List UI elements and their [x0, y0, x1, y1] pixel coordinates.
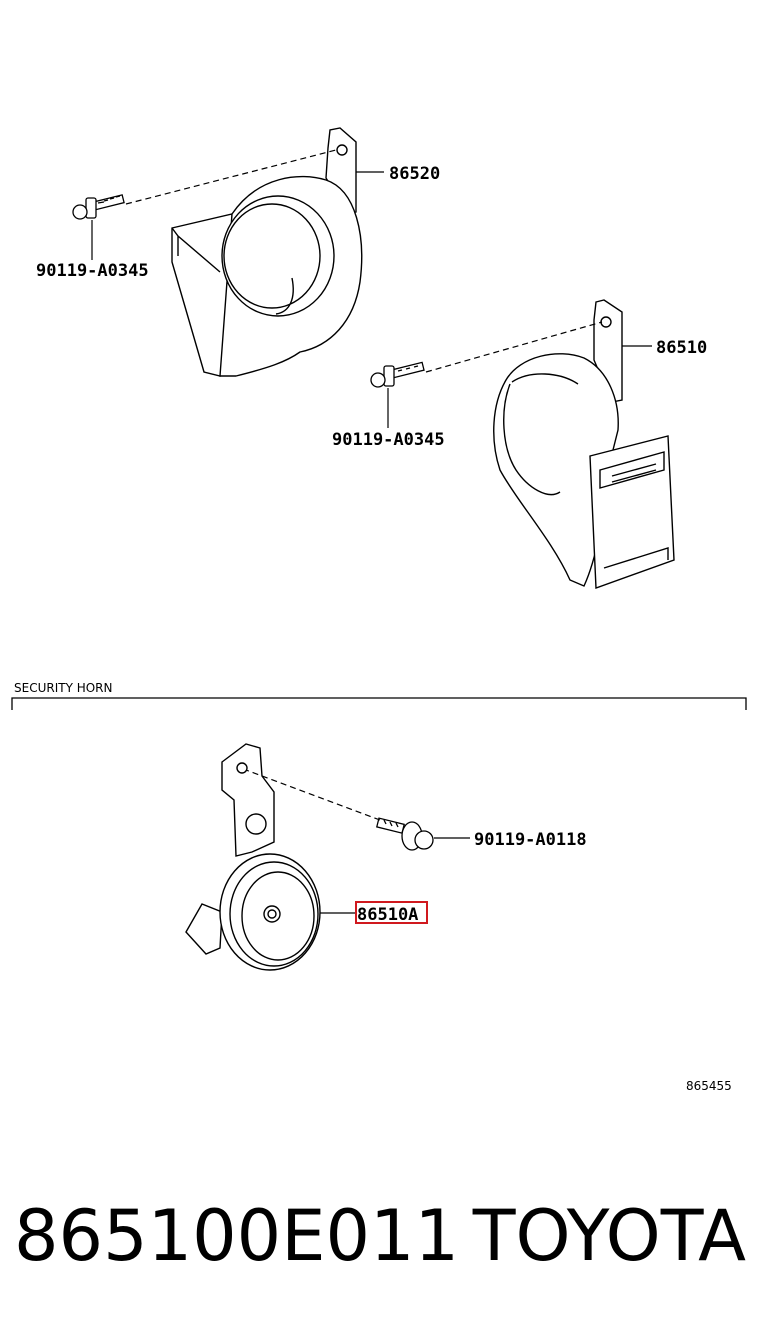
figure-code: 865455: [686, 1079, 732, 1093]
leader-bolt-security-to-bracket: [245, 769, 381, 821]
bolt-upper-drawing: [72, 194, 125, 220]
leader-bolt-middle-to-bracket: [425, 321, 603, 373]
callout-90119-a0345-upper: 90119-A0345: [36, 261, 149, 281]
part-number: 865100E011: [14, 1195, 460, 1277]
callout-90119-a0345-middle: 90119-A0345: [332, 430, 445, 450]
callout-86510a: 86510A: [357, 905, 418, 925]
bolt-security-drawing: [376, 817, 434, 851]
horn-86520-drawing: [171, 127, 363, 377]
horn-86510-drawing: [493, 299, 675, 589]
leader-bolt-upper-to-bracket: [125, 149, 337, 205]
section-bracket-line: [11, 697, 747, 710]
callout-90119-a0118: 90119-A0118: [474, 830, 587, 850]
callout-86520: 86520: [389, 164, 440, 184]
parts-diagram: 86520 90119-A0345 86510 90119-A0345 SECU…: [11, 127, 747, 1093]
highlight-box-86510a: [355, 901, 428, 924]
callout-86510: 86510: [656, 338, 707, 358]
security-horn-drawing: [185, 743, 321, 971]
footer: 865100E011 TOYOTA: [14, 1186, 746, 1286]
section-label-security-horn: SECURITY HORN: [14, 681, 113, 695]
brand-name: TOYOTA: [472, 1195, 746, 1277]
bolt-middle-drawing: [370, 361, 425, 388]
